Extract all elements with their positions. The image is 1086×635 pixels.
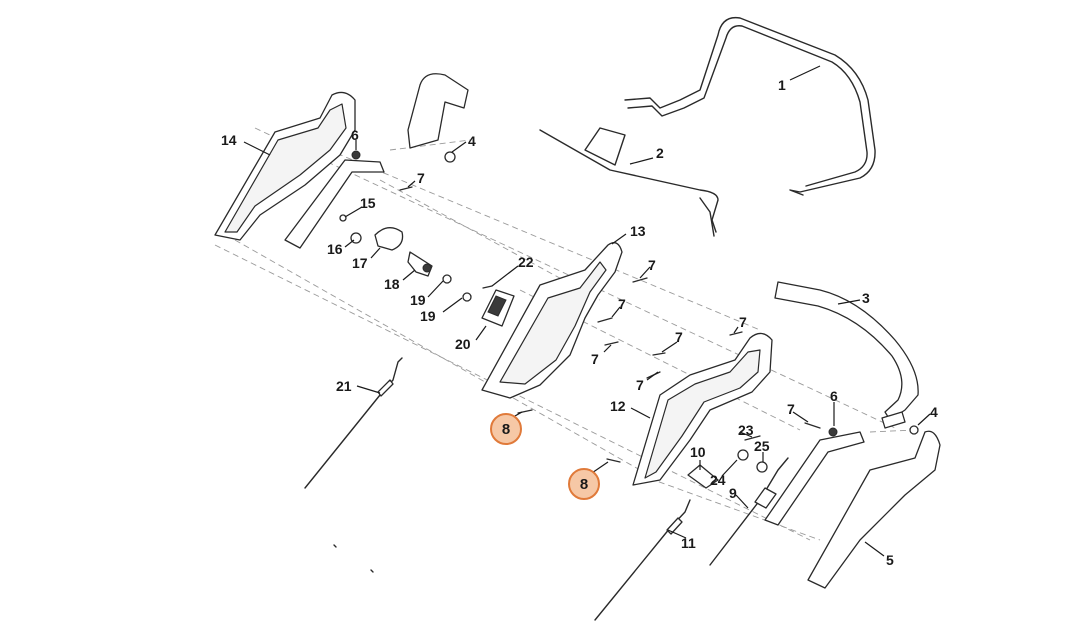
part-cable-bottom xyxy=(594,499,691,621)
callout-7-a: 7 xyxy=(417,170,425,186)
callout-2: 2 xyxy=(656,145,664,161)
callout-10: 10 xyxy=(690,444,706,460)
part-left-cover xyxy=(214,91,356,241)
callout-15: 15 xyxy=(360,195,376,211)
callout-4-right: 4 xyxy=(930,404,938,420)
callout-7-c: 7 xyxy=(618,296,626,312)
part-right-rail xyxy=(764,431,865,526)
fasteners-left xyxy=(339,150,493,302)
highlighted-callout-8-right[interactable]: 8 xyxy=(568,468,600,500)
part-switch xyxy=(407,251,433,277)
callout-12: 12 xyxy=(610,398,626,414)
callout-7-h: 7 xyxy=(787,401,795,417)
callout-17: 17 xyxy=(352,255,368,271)
callout-7-b: 7 xyxy=(648,257,656,273)
callout-13: 13 xyxy=(630,223,646,239)
callout-labels: 1 2 3 4 4 5 6 6 7 7 7 7 7 7 7 7 9 10 11 … xyxy=(221,77,938,568)
callout-25: 25 xyxy=(754,438,770,454)
highlighted-callout-8-right-label: 8 xyxy=(580,476,588,493)
callout-7-e: 7 xyxy=(675,329,683,345)
callout-4-upper: 4 xyxy=(468,133,476,149)
callout-5: 5 xyxy=(886,552,894,568)
callout-16: 16 xyxy=(327,241,343,257)
highlighted-callout-8-left[interactable]: 8 xyxy=(490,413,522,445)
part-handle-upper xyxy=(624,16,876,196)
stray-marks xyxy=(333,544,374,573)
callout-19-b: 19 xyxy=(420,308,436,324)
callout-7-d: 7 xyxy=(591,351,599,367)
part-right-side-cover xyxy=(807,430,941,589)
callout-24: 24 xyxy=(710,472,726,488)
part-clip xyxy=(687,464,719,489)
part-upper-bracket xyxy=(407,73,469,163)
callout-11: 11 xyxy=(681,535,696,551)
part-right-bracket xyxy=(881,411,919,435)
part-left-rail xyxy=(284,159,385,249)
callout-6-left: 6 xyxy=(351,127,359,143)
callout-9: 9 xyxy=(729,485,737,501)
callout-3: 3 xyxy=(862,290,870,306)
callout-18: 18 xyxy=(384,276,400,292)
callout-14: 14 xyxy=(221,132,237,148)
fasteners-right xyxy=(517,277,838,473)
part-connector-block xyxy=(481,289,515,327)
part-cable-right xyxy=(709,457,789,566)
part-cable-left xyxy=(304,357,403,489)
part-bail-lever xyxy=(539,127,719,237)
callout-7-g: 7 xyxy=(636,377,644,393)
callout-6-right: 6 xyxy=(830,388,838,404)
highlighted-callout-8-left-label: 8 xyxy=(502,421,510,438)
callout-1: 1 xyxy=(778,77,786,93)
callout-22: 22 xyxy=(518,254,534,270)
callout-23: 23 xyxy=(738,422,754,438)
callout-19-a: 19 xyxy=(410,292,426,308)
part-center-cover xyxy=(481,242,623,399)
part-cone-knob xyxy=(374,227,404,251)
leader-lines xyxy=(243,65,931,557)
part-right-cover xyxy=(632,332,773,486)
callout-20: 20 xyxy=(455,336,471,352)
callout-21: 21 xyxy=(336,378,352,394)
callout-7-f: 7 xyxy=(739,314,747,330)
